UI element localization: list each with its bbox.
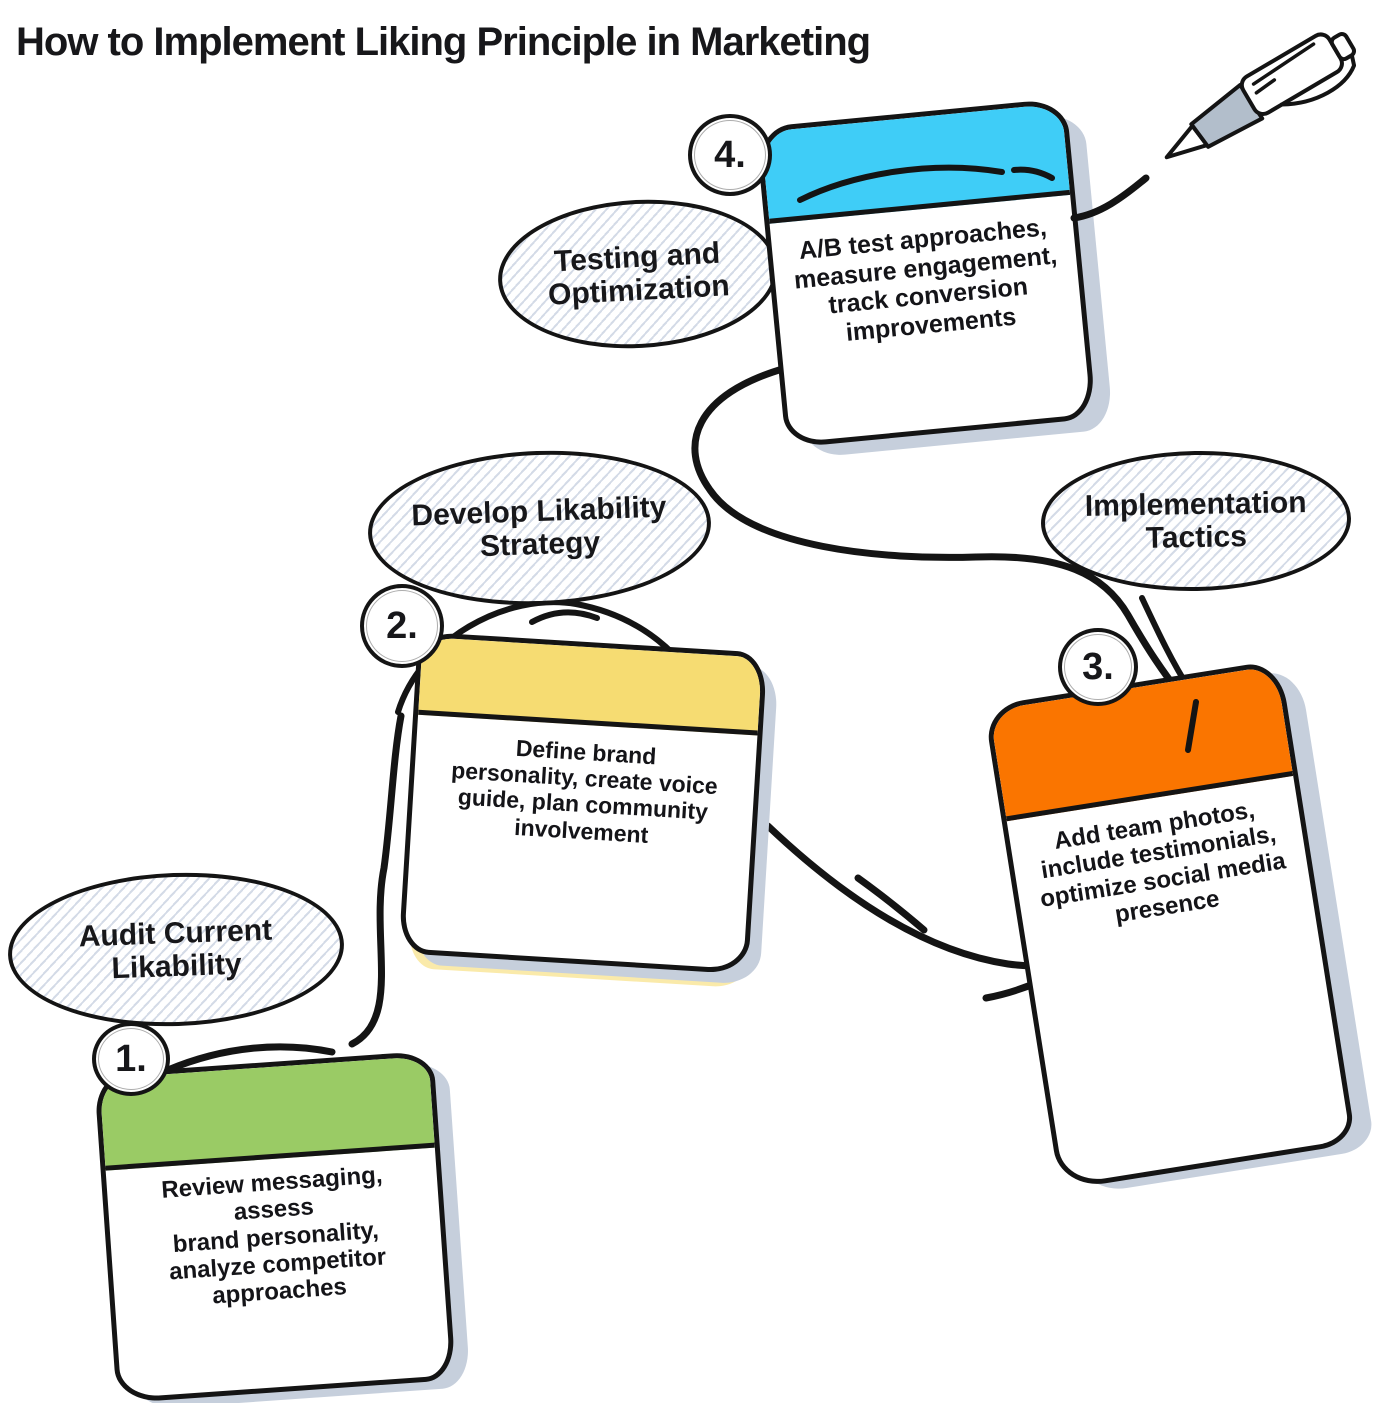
note-step-3: Add team photos, include testimonials, o… [983, 659, 1357, 1191]
label-bubble-audit-current-likability: Audit Current Likability [5, 867, 347, 1032]
pen-end-button [1329, 31, 1357, 62]
label-text-step-4: Testing and Optimization [547, 236, 731, 312]
step-4-number-badge: 4. [688, 114, 772, 196]
step-1-number-badge: 1. [92, 1022, 170, 1096]
label-text-step-2: Develop Likability Strategy [410, 490, 667, 564]
pen-body-detail-line [1251, 42, 1316, 86]
label-bubble-implementation-tactics: Implementation Tactics [1039, 448, 1353, 594]
pen-body-detail-dash [1254, 78, 1277, 95]
pen-clip [1279, 51, 1357, 107]
note-step-4-text: A/B test approaches, measure engagement,… [792, 213, 1059, 347]
pen-body [1239, 32, 1344, 117]
label-text-step-3: Implementation Tactics [1084, 486, 1307, 555]
pen-icon [1164, 31, 1357, 160]
note-step-2-text: Define brand personality, create voice g… [450, 734, 719, 848]
label-bubble-testing-and-optimization: Testing and Optimization [494, 192, 782, 356]
pen-tip [1164, 123, 1210, 160]
page-title: How to Implement Liking Principle in Mar… [16, 20, 871, 64]
step-2-number-badge: 2. [360, 584, 444, 668]
note-step-2: Define brand personality, create voice g… [398, 631, 768, 975]
label-text-step-1: Audit Current Likability [78, 913, 273, 985]
note2-dome-arc-small [529, 609, 600, 625]
connector-step4-pen [1070, 174, 1150, 222]
note-step-1: Review messaging, assess brand personali… [93, 1050, 457, 1403]
note-step-1-text: Review messaging, assess brand personali… [160, 1161, 388, 1310]
connector-step1-step2-b [348, 712, 405, 1048]
connector-step2-step3-dash [854, 874, 928, 934]
note-step-4: A/B test approaches, measure engagement,… [755, 97, 1097, 449]
pen-grip [1189, 82, 1265, 149]
step-3-number-badge: 3. [1058, 628, 1138, 706]
